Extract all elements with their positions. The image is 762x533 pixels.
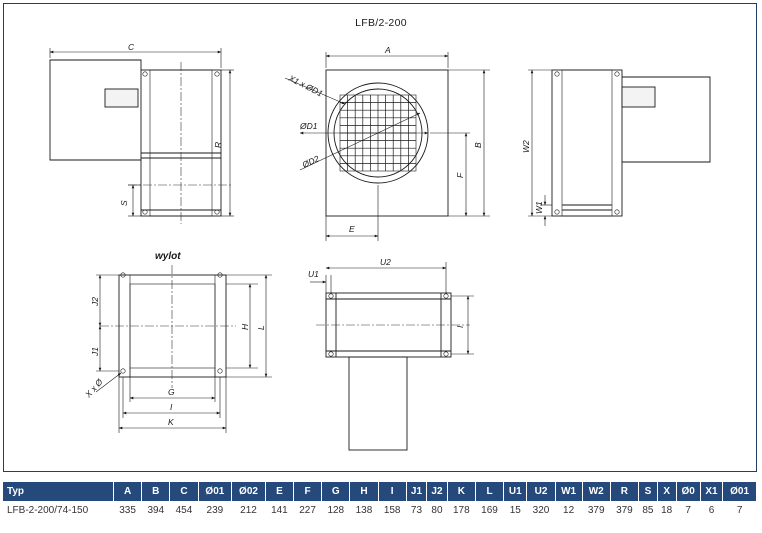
table-cell: 85: [642, 505, 654, 516]
dim-label-C: C: [128, 42, 135, 52]
dim-label-A: A: [384, 45, 391, 55]
dim-label-B: B: [473, 142, 483, 148]
dim-label-G: G: [168, 387, 175, 397]
table-header-cell: Ø01: [198, 482, 233, 501]
table-header-cell: B: [141, 482, 171, 501]
dim-label-J1: J1: [90, 347, 100, 357]
table-header-cell: J1: [406, 482, 428, 501]
table-cell: 335: [119, 505, 136, 516]
table-header-cell: Typ: [3, 482, 114, 501]
table-cell: 7: [736, 505, 743, 516]
table-header-cell: W1: [555, 482, 583, 501]
dim-label-W2: W2: [521, 140, 531, 153]
table-header-cell: R: [610, 482, 640, 501]
table-cell: LFB-2-200/74-150: [7, 505, 89, 516]
dim-label-X1-OD1: X1 x ØD1: [286, 72, 325, 98]
dim-label-K: K: [168, 417, 174, 427]
top-view: U1 U2 I: [308, 257, 474, 451]
dim-label-W1: W1: [534, 201, 544, 214]
table-header-cell: X1: [700, 482, 724, 501]
dim-label-J2: J2: [90, 297, 100, 307]
table-cell: 212: [240, 505, 257, 516]
table-cell: 12: [563, 505, 575, 516]
table-cell: 138: [355, 505, 373, 516]
dim-label-I: I: [170, 402, 173, 412]
dim-label-H: H: [240, 323, 250, 330]
table-header-cell: J2: [426, 482, 448, 501]
table-cell: 379: [616, 505, 633, 516]
drawing-title: LFB/2-200: [355, 17, 407, 29]
table-cell: 18: [661, 505, 673, 516]
table-header-cell: K: [447, 482, 476, 501]
table-header-cell: Ø02: [231, 482, 266, 501]
table-header-cell: F: [293, 482, 323, 501]
table-header-cell: Ø01: [722, 482, 757, 501]
dim-label-U2: U2: [380, 257, 391, 267]
table-cell: 394: [147, 505, 165, 516]
dim-label-I-top: I: [455, 325, 465, 328]
table-cell: 7: [685, 505, 691, 516]
table-cell: 169: [481, 505, 498, 516]
table-cell: 239: [206, 505, 224, 516]
table-header-cell: S: [638, 482, 658, 501]
table-header-cell: H: [349, 482, 379, 501]
front-view: A B F E X1 x ØD1 ØD1 ØD2: [284, 45, 490, 241]
table-header-cell: E: [265, 482, 295, 501]
table-header-cell: C: [169, 482, 199, 501]
dim-label-S: S: [119, 200, 129, 206]
motor-block-right: [621, 86, 656, 108]
dim-label-OD1: ØD1: [299, 121, 318, 131]
table-cell: 227: [299, 505, 316, 516]
table-header-cell: W2: [582, 482, 611, 501]
table-cell: 158: [383, 505, 401, 516]
dim-label-E: E: [349, 224, 355, 234]
side-view-right: W2 W1: [521, 69, 711, 226]
outlet-view: wylot J2 J1 H L G I K: [82, 251, 272, 433]
table-cell: 320: [532, 505, 550, 516]
table-cell: 15: [509, 505, 521, 516]
table-cell: 6: [708, 505, 715, 516]
table-header-cell: U1: [503, 482, 528, 501]
table-header-cell: U2: [526, 482, 556, 501]
table-cell: 128: [327, 505, 345, 516]
side-view-left: C R S: [49, 42, 234, 224]
table-header-cell: L: [475, 482, 505, 501]
table-header-cell: I: [378, 482, 407, 501]
dim-label-F: F: [455, 172, 465, 178]
table-header-cell: G: [321, 482, 351, 501]
technical-drawing: C R S A B F E X1 x ØD1 ØD1: [49, 42, 711, 451]
table-header-cell: X: [657, 482, 677, 501]
drawing-frame: LFB/2-200: [3, 3, 757, 472]
outlet-title: wylot: [155, 251, 181, 262]
motor-block: [104, 88, 139, 108]
table-header-cell: A: [113, 482, 143, 501]
table-cell: 73: [410, 505, 423, 516]
table-cell: 80: [431, 505, 443, 516]
dim-label-XxO: X x Ø: [82, 376, 105, 400]
table-header-cell: Ø0: [676, 482, 701, 501]
dim-label-R: R: [213, 142, 223, 148]
table-cell: 141: [271, 505, 288, 516]
dim-label-L: L: [256, 325, 266, 330]
dim-label-OD2: ØD2: [300, 153, 321, 170]
table-cell: 379: [587, 505, 605, 516]
table-cell: 454: [175, 505, 193, 516]
table-cell: 178: [452, 505, 470, 516]
dim-label-U1: U1: [308, 269, 319, 279]
